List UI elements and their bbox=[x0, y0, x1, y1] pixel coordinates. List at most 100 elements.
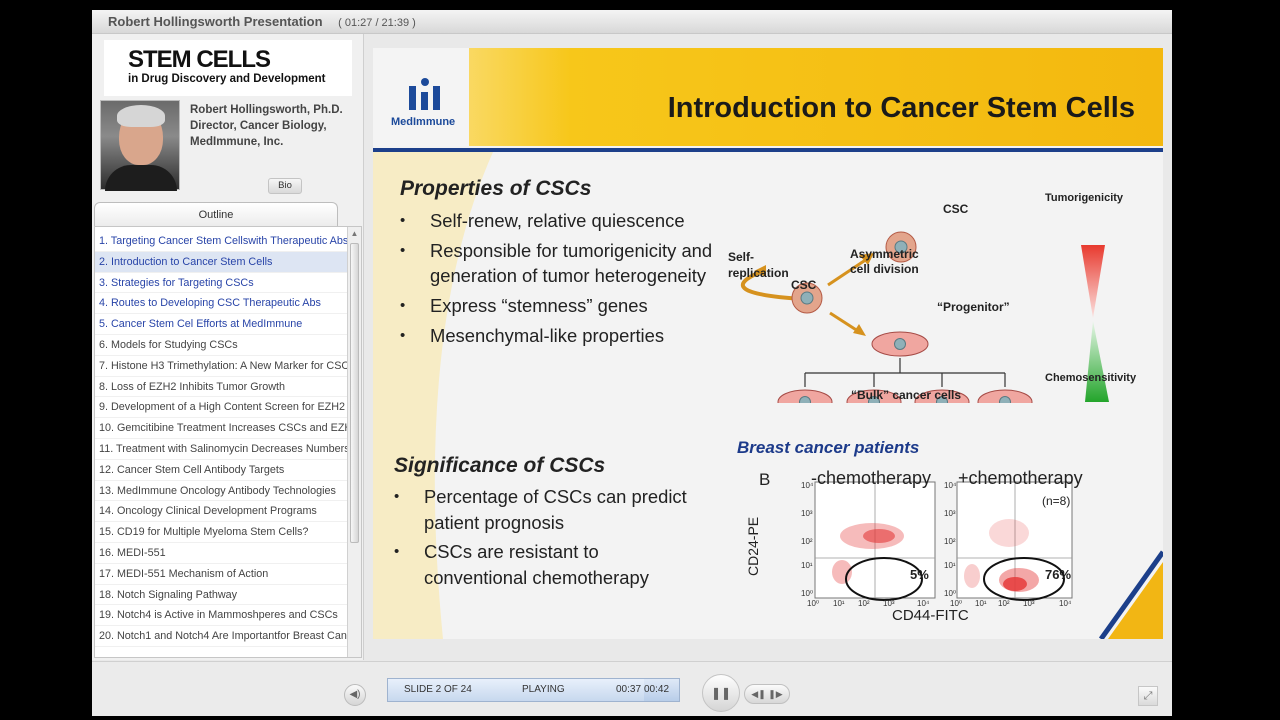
outline-item[interactable]: 16. MEDI-551 bbox=[95, 543, 347, 564]
slide-banner: MedImmune Introduction to Cancer Stem Ce… bbox=[373, 48, 1163, 146]
medimmune-mark-icon bbox=[407, 78, 443, 110]
slide-canvas: MedImmune Introduction to Cancer Stem Ce… bbox=[373, 48, 1163, 639]
svg-text:10¹: 10¹ bbox=[833, 599, 845, 608]
svg-text:10³: 10³ bbox=[883, 599, 895, 608]
outline-item[interactable]: 12. Cancer Stem Cell Antibody Targets bbox=[95, 460, 347, 481]
significance-heading: Significance of CSCs bbox=[394, 454, 606, 477]
svg-text:10⁴: 10⁴ bbox=[917, 599, 930, 608]
outline-item[interactable]: 2. Introduction to Cancer Stem Cells bbox=[95, 251, 347, 273]
progenitor-label: “Progenitor” bbox=[937, 300, 1010, 314]
outline-item[interactable]: 6. Models for Studying CSCs bbox=[95, 335, 347, 356]
presenter-org: MedImmune, Inc. bbox=[190, 136, 284, 148]
tumorigenicity-label: Tumorigenicity bbox=[1045, 192, 1124, 204]
svg-text:10⁴: 10⁴ bbox=[944, 481, 957, 490]
sample-size: (n=8) bbox=[1042, 494, 1071, 508]
scroll-thumb[interactable] bbox=[350, 243, 359, 543]
logo-text: MedImmune bbox=[391, 116, 456, 128]
svg-text:10²: 10² bbox=[858, 599, 870, 608]
outline-item[interactable]: 4. Routes to Developing CSC Therapeutic … bbox=[95, 293, 347, 315]
svg-text:10³: 10³ bbox=[944, 509, 956, 518]
presenter-role: Director, Cancer Biology, bbox=[190, 120, 327, 132]
slide-title: Introduction to Cancer Stem Cells bbox=[667, 92, 1135, 124]
outline-item[interactable]: 7. Histone H3 Trimethylation: A New Mark… bbox=[95, 356, 347, 377]
svg-text:10⁰: 10⁰ bbox=[807, 599, 819, 608]
prev-next-buttons[interactable]: ◀❚ ❚▶ bbox=[744, 684, 790, 704]
playback-status: PLAYING bbox=[522, 684, 565, 695]
svg-text:10¹: 10¹ bbox=[944, 561, 956, 570]
outline-item[interactable]: 13. MedImmune Oncology Antibody Technolo… bbox=[95, 481, 347, 502]
elapsed: 00:37 bbox=[616, 684, 642, 695]
flow-heading: Breast cancer patients bbox=[737, 438, 920, 457]
outline-item[interactable]: 19. Notch4 is Active in Mammoshperes and… bbox=[95, 605, 347, 627]
svg-text:10²: 10² bbox=[944, 537, 956, 546]
minus-chemo-label: -chemotherapy bbox=[811, 468, 932, 488]
outline-item[interactable]: 17. MEDI-551 Mechanism of Action bbox=[95, 564, 347, 585]
player-window: Robert Hollingsworth Presentation ( 01:2… bbox=[92, 10, 1172, 716]
property-item: Express “stemness” genes bbox=[400, 293, 720, 319]
presenter-name: Robert Hollingsworth, Ph.D. bbox=[190, 104, 343, 116]
presenter-panel: Robert Hollingsworth, Ph.D. Director, Ca… bbox=[98, 100, 360, 200]
outline-list: 1. Targeting Cancer Stem Cellswith Thera… bbox=[94, 226, 362, 658]
tab-outline[interactable]: Outline bbox=[94, 202, 338, 226]
outline-item[interactable]: 14. Oncology Clinical Development Progra… bbox=[95, 501, 347, 523]
svg-text:10²: 10² bbox=[801, 537, 813, 546]
outline-item[interactable]: 5. Cancer Stem Cel Efforts at MedImmune bbox=[95, 314, 347, 335]
presenter-info: Robert Hollingsworth, Ph.D. Director, Ca… bbox=[190, 102, 343, 150]
pct-minus-chemo: 5% bbox=[910, 567, 929, 582]
svg-text:10²: 10² bbox=[998, 599, 1010, 608]
divider bbox=[373, 148, 1163, 152]
csc-top-label: CSC bbox=[943, 202, 969, 216]
flow-cytometry-panel: 10⁰ 10¹ 10² 10³ 10⁴ 10⁰ 10¹ 10² 10³ 10⁴ 10⁴ 10³ 10… bbox=[801, 481, 1073, 608]
outline-item[interactable]: 20. Notch1 and Notch4 Are Importantfor B… bbox=[95, 626, 347, 647]
properties-heading: Properties of CSCs bbox=[400, 177, 592, 200]
window-title: Robert Hollingsworth Presentation bbox=[108, 14, 323, 29]
chemosensitivity-label: Chemosensitivity bbox=[1045, 372, 1137, 384]
csc-left-label: CSC bbox=[791, 278, 817, 292]
svg-text:10⁰: 10⁰ bbox=[801, 589, 813, 598]
pause-button[interactable]: ❚❚ bbox=[702, 674, 740, 712]
outline-item[interactable]: 1. Targeting Cancer Stem Cellswith Thera… bbox=[95, 231, 347, 252]
medimmune-logo: MedImmune bbox=[373, 48, 469, 146]
progress-bar[interactable]: SLIDE 2 OF 24 PLAYING 00:37 00:42 bbox=[387, 678, 680, 702]
fullscreen-icon[interactable]: ⤢ bbox=[1138, 686, 1158, 706]
property-item: Self-renew, relative quiescence bbox=[400, 208, 720, 234]
elapsed-time: ( 01:27 / 21:39 ) bbox=[338, 17, 416, 29]
outline-item[interactable]: 9. Development of a High Content Screen … bbox=[95, 397, 347, 419]
player-controls: ◀) SLIDE 2 OF 24 PLAYING 00:37 00:42 ❚❚ … bbox=[92, 661, 1172, 716]
outline-item[interactable]: 10. Gemcitibine Treatment Increases CSCs… bbox=[95, 418, 347, 439]
duration: 00:42 bbox=[644, 684, 670, 695]
outline-item[interactable]: 18. Notch Signaling Pathway bbox=[95, 585, 347, 606]
svg-text:10⁰: 10⁰ bbox=[950, 599, 962, 608]
sidebar: STEM CELLS in Drug Discovery and Develop… bbox=[92, 34, 364, 660]
properties-list: Self-renew, relative quiescence Responsi… bbox=[400, 208, 720, 353]
svg-text:10¹: 10¹ bbox=[975, 599, 987, 608]
significance-item: Percentage of CSCs can predict patient p… bbox=[394, 484, 694, 535]
slide-counter: SLIDE 2 OF 24 bbox=[404, 684, 472, 695]
bulk-cells-label: “Bulk” cancer cells bbox=[851, 388, 962, 402]
progress-fill bbox=[388, 679, 645, 701]
title-bar: Robert Hollingsworth Presentation ( 01:2… bbox=[92, 10, 1172, 34]
presenter-photo bbox=[100, 100, 180, 191]
outline-item[interactable]: 3. Strategies for Targeting CSCs bbox=[95, 273, 347, 294]
svg-text:10³: 10³ bbox=[801, 509, 813, 518]
bio-button[interactable]: Bio bbox=[268, 178, 302, 194]
outline-item[interactable]: 11. Treatment with Salinomycin Decreases… bbox=[95, 439, 347, 460]
svg-text:10⁴: 10⁴ bbox=[801, 481, 814, 490]
svg-text:10⁰: 10⁰ bbox=[944, 589, 956, 598]
outline-item[interactable]: 15. CD19 for Multiple Myeloma Stem Cells… bbox=[95, 522, 347, 543]
outline-item[interactable]: 8. Loss of EZH2 Inhibits Tumor Growth bbox=[95, 377, 347, 398]
plus-chemo-label: +chemotherapy bbox=[958, 468, 1083, 488]
significance-item: CSCs are resistant to conventional chemo… bbox=[394, 539, 694, 590]
flow-x-label: CD44-FITC bbox=[892, 607, 969, 624]
property-item: Mesenchymal-like properties bbox=[400, 323, 720, 349]
event-logo: STEM CELLS in Drug Discovery and Develop… bbox=[104, 40, 352, 96]
pct-plus-chemo: 76% bbox=[1045, 567, 1072, 582]
outline-scrollbar[interactable]: ▲ bbox=[347, 227, 361, 657]
logo-title: STEM CELLS bbox=[128, 46, 271, 73]
svg-text:10⁴: 10⁴ bbox=[1059, 599, 1072, 608]
svg-text:10³: 10³ bbox=[1023, 599, 1035, 608]
self-replication-label: Self- replication bbox=[728, 250, 789, 280]
scroll-up-icon[interactable]: ▲ bbox=[350, 229, 359, 238]
logo-subtitle: in Drug Discovery and Development bbox=[128, 73, 326, 85]
volume-icon[interactable]: ◀) bbox=[344, 684, 366, 706]
